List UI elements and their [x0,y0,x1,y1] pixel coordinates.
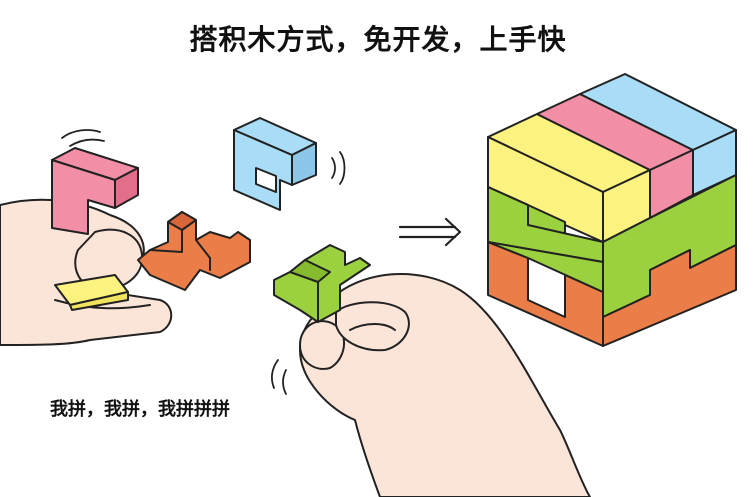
assembled-cube [487,73,737,347]
motion-lines-icon [61,129,346,395]
right-hand [299,273,591,497]
double-arrow-icon [398,217,462,247]
caption: 我拼，我拼，我拼拼拼 [50,399,230,420]
blue-piece [233,117,317,211]
headline: 搭积木方式，免开发，上手快 [189,23,567,56]
pink-piece [51,147,139,235]
orange-piece [137,211,251,291]
green-piece [273,244,371,323]
yellow-piece [54,274,129,311]
